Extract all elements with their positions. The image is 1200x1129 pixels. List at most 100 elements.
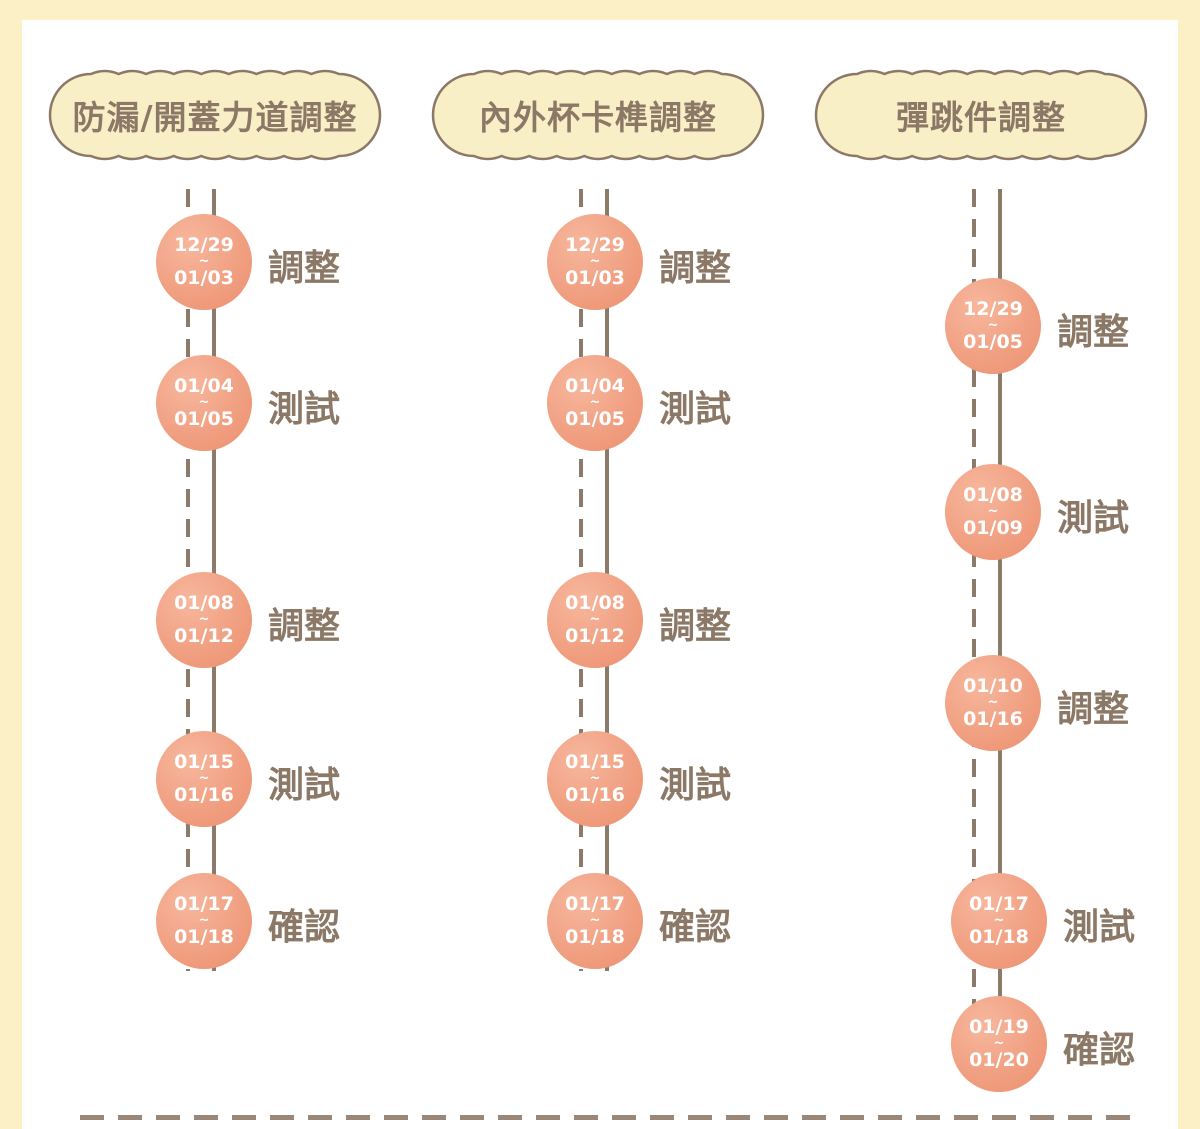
date-circle: 01/08 ~ 01/09 xyxy=(945,464,1041,560)
range-tilde: ~ xyxy=(198,254,210,269)
end-date: 01/20 xyxy=(969,1049,1029,1071)
date-circle: 01/08 ~ 01/12 xyxy=(547,572,643,668)
date-circle: 01/19 ~ 01/20 xyxy=(951,996,1047,1092)
start-date: 01/08 xyxy=(174,592,234,614)
range-tilde: ~ xyxy=(198,612,210,627)
range-tilde: ~ xyxy=(987,318,999,333)
step-node: 01/08 ~ 01/12 調整 xyxy=(156,572,340,668)
step-node: 01/17 ~ 01/18 確認 xyxy=(547,873,731,969)
range-tilde: ~ xyxy=(589,395,601,410)
step-label: 測試 xyxy=(1057,497,1130,539)
start-date: 01/08 xyxy=(565,592,625,614)
step-node: 12/29 ~ 01/05 調整 xyxy=(945,278,1129,374)
range-tilde: ~ xyxy=(987,695,999,710)
range-tilde: ~ xyxy=(589,771,601,786)
step-label: 測試 xyxy=(659,764,732,806)
date-circle: 01/17 ~ 01/18 xyxy=(547,873,643,969)
step-node: 01/15 ~ 01/16 測試 xyxy=(547,731,731,827)
date-circle: 01/15 ~ 01/16 xyxy=(156,731,252,827)
step-label: 測試 xyxy=(659,388,732,430)
end-date: 01/09 xyxy=(963,517,1023,539)
step-node: 01/17 ~ 01/18 確認 xyxy=(156,873,340,969)
start-date: 12/29 xyxy=(565,234,625,256)
step-label: 調整 xyxy=(1057,688,1130,730)
date-circle: 01/15 ~ 01/16 xyxy=(547,731,643,827)
step-label: 調整 xyxy=(268,247,341,289)
step-label: 測試 xyxy=(268,764,341,806)
dashed-divider xyxy=(80,1115,1140,1120)
range-tilde: ~ xyxy=(198,771,210,786)
solid-track-line xyxy=(998,189,1002,1013)
start-date: 01/15 xyxy=(565,751,625,773)
date-circle: 12/29 ~ 01/05 xyxy=(945,278,1041,374)
dashed-track-line xyxy=(972,189,976,1013)
start-date: 01/19 xyxy=(969,1016,1029,1038)
step-label: 確認 xyxy=(268,906,341,948)
range-tilde: ~ xyxy=(198,395,210,410)
start-date: 01/04 xyxy=(565,375,625,397)
end-date: 01/16 xyxy=(565,784,625,806)
step-node: 01/04 ~ 01/05 測試 xyxy=(547,355,731,451)
date-circle: 12/29 ~ 01/03 xyxy=(547,214,643,310)
range-tilde: ~ xyxy=(589,254,601,269)
step-node: 01/04 ~ 01/05 測試 xyxy=(156,355,340,451)
step-node: 01/19 ~ 01/20 確認 xyxy=(951,996,1135,1092)
column-title-1: 防漏/開蓋力道調整 xyxy=(72,98,358,137)
step-label: 確認 xyxy=(659,906,732,948)
end-date: 01/03 xyxy=(174,267,234,289)
column-title-2: 內外杯卡榫調整 xyxy=(479,98,717,137)
start-date: 01/15 xyxy=(174,751,234,773)
start-date: 01/10 xyxy=(963,675,1023,697)
end-date: 01/05 xyxy=(963,331,1023,353)
end-date: 01/12 xyxy=(174,625,234,647)
date-circle: 01/04 ~ 01/05 xyxy=(156,355,252,451)
range-tilde: ~ xyxy=(198,913,210,928)
start-date: 01/17 xyxy=(565,893,625,915)
end-date: 01/18 xyxy=(565,926,625,948)
step-label: 測試 xyxy=(268,388,341,430)
start-date: 01/08 xyxy=(963,484,1023,506)
start-date: 01/04 xyxy=(174,375,234,397)
end-date: 01/12 xyxy=(565,625,625,647)
column-title-3: 彈跳件調整 xyxy=(896,98,1066,137)
end-date: 01/16 xyxy=(963,708,1023,730)
range-tilde: ~ xyxy=(589,913,601,928)
step-label: 調整 xyxy=(1057,311,1130,353)
end-date: 01/18 xyxy=(174,926,234,948)
step-label: 確認 xyxy=(1063,1029,1136,1071)
column-header-3: 彈跳件調整 xyxy=(813,69,1149,161)
step-node: 01/17 ~ 01/18 測試 xyxy=(951,873,1135,969)
step-label: 調整 xyxy=(659,247,732,289)
step-node: 12/29 ~ 01/03 調整 xyxy=(156,214,340,310)
end-date: 01/18 xyxy=(969,926,1029,948)
timeline-track-3 xyxy=(972,189,1008,1013)
start-date: 01/17 xyxy=(969,893,1029,915)
date-circle: 01/10 ~ 01/16 xyxy=(945,655,1041,751)
date-circle: 01/08 ~ 01/12 xyxy=(156,572,252,668)
date-circle: 01/17 ~ 01/18 xyxy=(951,873,1047,969)
date-circle: 01/04 ~ 01/05 xyxy=(547,355,643,451)
end-date: 01/16 xyxy=(174,784,234,806)
end-date: 01/03 xyxy=(565,267,625,289)
start-date: 01/17 xyxy=(174,893,234,915)
column-header-2: 內外杯卡榫調整 xyxy=(430,69,766,161)
range-tilde: ~ xyxy=(987,504,999,519)
range-tilde: ~ xyxy=(993,1036,1005,1051)
end-date: 01/05 xyxy=(174,408,234,430)
date-circle: 01/17 ~ 01/18 xyxy=(156,873,252,969)
step-node: 01/08 ~ 01/12 調整 xyxy=(547,572,731,668)
step-label: 調整 xyxy=(659,605,732,647)
start-date: 12/29 xyxy=(963,298,1023,320)
range-tilde: ~ xyxy=(993,913,1005,928)
end-date: 01/05 xyxy=(565,408,625,430)
step-node: 12/29 ~ 01/03 調整 xyxy=(547,214,731,310)
range-tilde: ~ xyxy=(589,612,601,627)
date-circle: 12/29 ~ 01/03 xyxy=(156,214,252,310)
step-node: 01/08 ~ 01/09 測試 xyxy=(945,464,1129,560)
step-node: 01/15 ~ 01/16 測試 xyxy=(156,731,340,827)
start-date: 12/29 xyxy=(174,234,234,256)
step-label: 測試 xyxy=(1063,906,1136,948)
step-node: 01/10 ~ 01/16 調整 xyxy=(945,655,1129,751)
step-label: 調整 xyxy=(268,605,341,647)
column-header-1: 防漏/開蓋力道調整 xyxy=(47,69,383,161)
